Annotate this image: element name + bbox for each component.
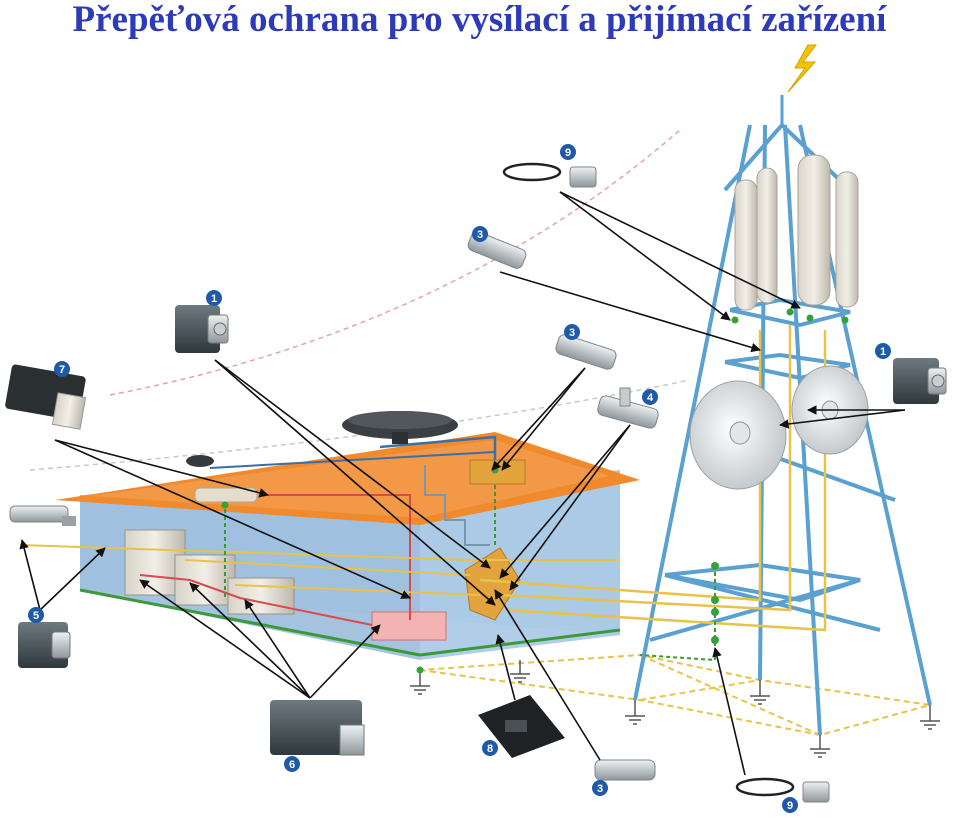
signal-line-building-3 bbox=[234, 584, 481, 596]
ground-symbol-icon bbox=[625, 700, 645, 725]
surge-protector-1-left bbox=[175, 305, 229, 353]
badge-1-left: 1 bbox=[206, 290, 222, 306]
signal-line-building-2 bbox=[184, 559, 471, 576]
building-right-wall bbox=[420, 470, 620, 660]
surge-protector-5 bbox=[18, 622, 71, 668]
badge-9-top: 9 bbox=[560, 144, 576, 160]
badge-5: 5 bbox=[28, 607, 44, 623]
badge-8-label: 8 bbox=[487, 743, 493, 755]
badge-4-label: 4 bbox=[647, 392, 654, 404]
surge-protector-9-bottom bbox=[735, 777, 830, 803]
badge-9-bottom-label: 9 bbox=[787, 800, 793, 812]
surge-protector-3-middle bbox=[555, 334, 617, 370]
surge-protector-1-right bbox=[893, 358, 947, 404]
badge-1-left-label: 1 bbox=[211, 293, 217, 305]
badge-7-label: 7 bbox=[59, 364, 65, 376]
badge-3-top: 3 bbox=[472, 226, 488, 242]
badge-8: 8 bbox=[482, 740, 498, 756]
badge-9-top-label: 9 bbox=[565, 147, 571, 159]
badge-3-middle-label: 3 bbox=[569, 327, 575, 339]
pointer-arrows bbox=[19, 191, 906, 776]
badge-3-bottom: 3 bbox=[592, 780, 608, 796]
badge-3-top-label: 3 bbox=[477, 229, 483, 241]
ground-symbol-icon bbox=[750, 680, 770, 705]
ground-symbol-icon bbox=[410, 670, 430, 695]
badge-3-bottom-label: 3 bbox=[597, 783, 603, 795]
badge-6: 6 bbox=[284, 756, 300, 772]
badge-9-bottom: 9 bbox=[782, 797, 798, 813]
roof-small-antenna bbox=[186, 455, 214, 467]
badge-4: 4 bbox=[642, 389, 658, 405]
badge-1-right: 1 bbox=[875, 343, 891, 359]
tower-platform-top bbox=[729, 297, 851, 328]
roof-gps-antenna-top bbox=[348, 411, 452, 429]
cctv-camera bbox=[9, 505, 76, 526]
lightning-zone-arc-outer bbox=[109, 129, 681, 396]
lightning-bolt-icon bbox=[787, 44, 818, 93]
badge-3-middle: 3 bbox=[564, 324, 580, 340]
badge-1-right-label: 1 bbox=[880, 346, 886, 358]
building bbox=[19, 432, 640, 660]
main-grounding-bar bbox=[464, 547, 521, 621]
ground-grid-link-2 bbox=[639, 654, 821, 736]
surge-protector-4 bbox=[597, 387, 659, 429]
equipment-cabinet-3 bbox=[227, 577, 295, 615]
number-badges: 1 1 3 3 3 4 5 6 7 8 9 9 bbox=[28, 144, 891, 813]
power-line-cabinets bbox=[139, 574, 373, 626]
building-stair-cut bbox=[424, 465, 490, 546]
ground-line-floor bbox=[79, 588, 421, 657]
ground-symbol-icon bbox=[510, 660, 530, 683]
badge-6-label: 6 bbox=[289, 759, 295, 771]
tower-cable-2 bbox=[499, 325, 792, 612]
surge-protector-9-top bbox=[502, 162, 597, 188]
tower-platform-mid bbox=[724, 352, 851, 381]
roof-gps-antenna-mast bbox=[392, 432, 408, 444]
surge-protector-8 bbox=[478, 695, 565, 758]
panel-antenna-4 bbox=[835, 171, 859, 308]
power-line-building bbox=[260, 494, 411, 620]
ground-grid-link bbox=[639, 679, 761, 701]
ground-symbols bbox=[410, 660, 940, 758]
ground-line-floor-right bbox=[419, 628, 621, 657]
badge-7: 7 bbox=[54, 361, 70, 377]
surge-protector-6 bbox=[270, 700, 365, 756]
ground-symbol-icon bbox=[810, 735, 830, 758]
diagram-title: Přepěťová ochrana pro vysílací a přijíma… bbox=[72, 0, 887, 40]
surge-protector-3-bottom bbox=[594, 759, 656, 781]
tower-brace-1 bbox=[664, 573, 881, 632]
ground-symbol-icon bbox=[920, 705, 940, 730]
tower-brace-2 bbox=[649, 578, 861, 642]
microwave-dish-front-center bbox=[729, 421, 751, 445]
surge-protector-7 bbox=[5, 364, 87, 430]
ground-connection-dots bbox=[221, 308, 849, 674]
badge-5-label: 5 bbox=[33, 610, 39, 622]
signal-line-building bbox=[19, 544, 620, 561]
panel-antenna-3 bbox=[797, 154, 831, 306]
panel-antenna-1 bbox=[734, 179, 758, 311]
panel-antenna-2 bbox=[756, 167, 778, 304]
coax-line-roof-2 bbox=[209, 451, 496, 469]
